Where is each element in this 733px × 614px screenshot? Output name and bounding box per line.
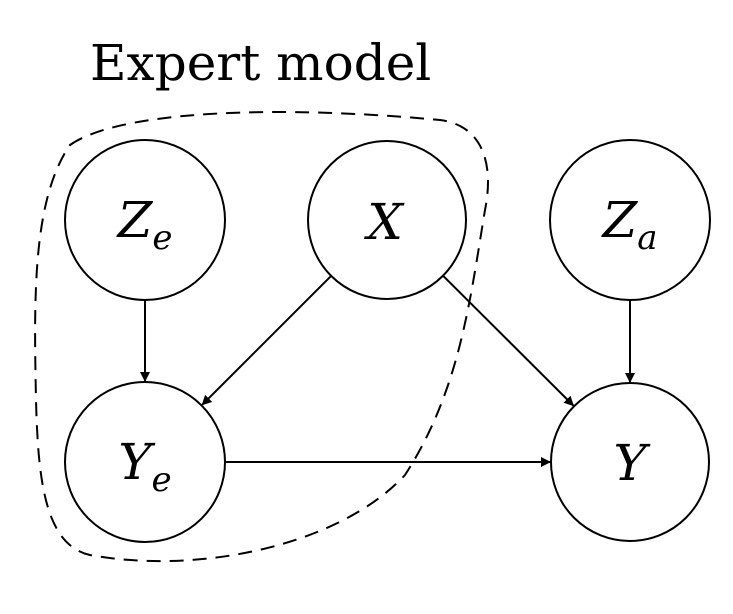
node-za: Za <box>549 139 711 301</box>
node-x-label: X <box>363 193 405 251</box>
node-x-circle <box>307 140 467 300</box>
node-za-label: Za <box>600 191 657 258</box>
edge-x-to-ye <box>201 275 332 406</box>
edge-x-to-y <box>442 274 575 407</box>
expert-model-region <box>34 111 489 563</box>
diagram-title: Expert model <box>90 34 431 92</box>
node-za-main: Z <box>600 191 638 249</box>
node-y: Y <box>550 382 710 542</box>
node-y-circle <box>550 382 710 542</box>
node-ze-main: Z <box>116 191 154 249</box>
node-ye-main: Y <box>118 433 155 491</box>
node-y-main: Y <box>613 434 650 492</box>
node-x-main: X <box>363 193 405 251</box>
node-ye-label: Ye <box>118 433 171 500</box>
node-za-circle <box>549 139 711 301</box>
node-ze-circle <box>64 139 226 301</box>
node-ye-circle <box>64 381 226 543</box>
node-y-label: Y <box>613 434 650 492</box>
node-x: X <box>307 140 467 300</box>
node-ze: Ze <box>64 139 226 301</box>
node-ze-sub: e <box>152 218 172 258</box>
edge-group <box>140 274 635 467</box>
node-ze-label: Ze <box>116 191 173 258</box>
node-ye: Ye <box>64 381 226 543</box>
node-ye-sub: e <box>151 460 171 500</box>
node-za-sub: a <box>637 218 657 258</box>
